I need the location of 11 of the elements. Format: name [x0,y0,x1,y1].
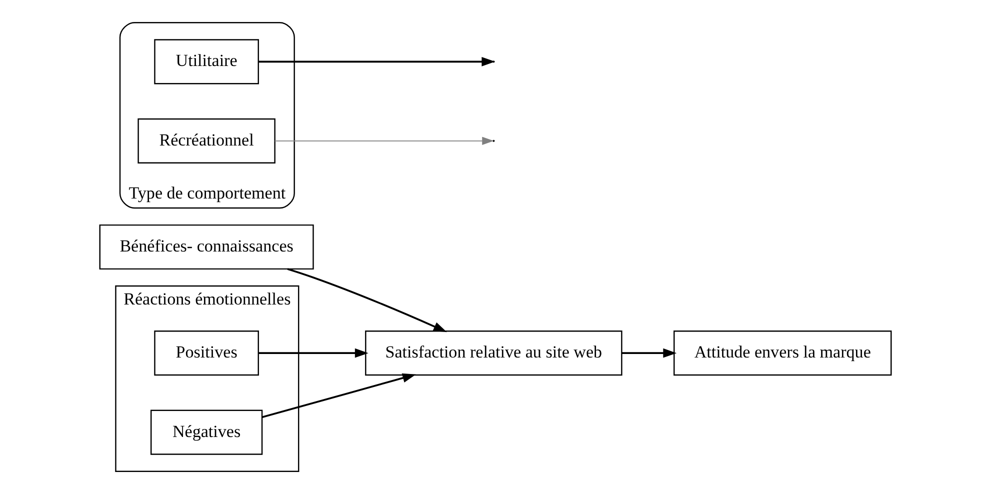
node-box: Positives [154,330,259,376]
node-box: Bénéfices- connaissances [99,224,314,270]
arrow [262,373,416,418]
arrow [274,136,494,146]
node-box: Récréationnel [138,118,276,164]
node-box: Utilitaire [154,39,259,84]
node-box: Négatives [150,410,263,455]
node-box: Satisfaction relative au site web [365,330,622,376]
node-box: Attitude envers la marque [674,330,892,376]
arrow [258,348,368,358]
arrow [622,348,677,358]
